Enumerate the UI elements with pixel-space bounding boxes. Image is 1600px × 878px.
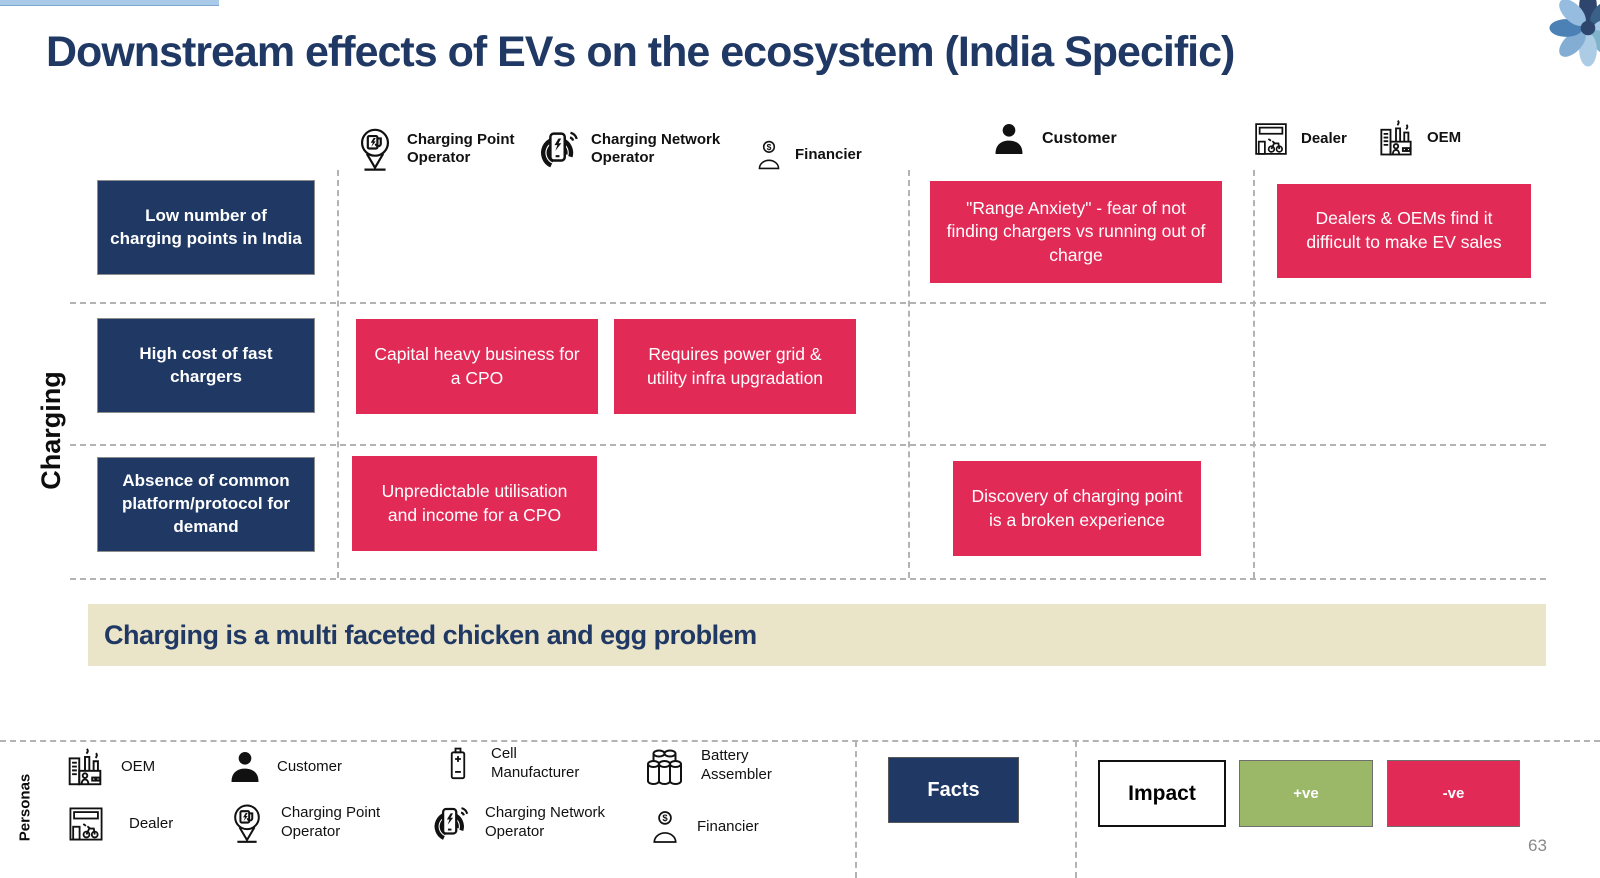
dealer-icon: [1250, 118, 1292, 160]
impact-box-capital-heavy: Capital heavy business for a CPO: [356, 319, 598, 414]
footer-column-divider: [855, 741, 857, 878]
facts-key-box: Facts: [888, 757, 1019, 823]
battery-assembler-icon: [640, 742, 688, 790]
impact-box-power-grid: Requires power grid & utility infra upgr…: [614, 319, 856, 414]
legend-item-battery-assembler: Battery Assembler: [640, 742, 791, 790]
oem-icon: [1374, 116, 1418, 160]
impact-key-box: Impact: [1098, 760, 1226, 827]
column-header-label: Charging Point Operator: [407, 131, 515, 166]
positive-key-box: +ve: [1239, 760, 1373, 827]
customer-icon: [226, 748, 264, 786]
legend-item-label: Battery Assembler: [701, 747, 772, 783]
fact-box-low-charging-points: Low number of charging points in India: [97, 180, 315, 275]
charging-point-operator-icon: [226, 800, 268, 846]
financier-icon: [752, 138, 786, 172]
column-header-label: Financier: [795, 146, 862, 164]
legend-item-customer: Customer: [226, 748, 342, 786]
legend-item-financier: Financier: [646, 808, 759, 846]
legend-item-label: Charging Point Operator: [281, 804, 381, 840]
column-header-charging-network-operator: Charging Network Operator: [536, 126, 743, 172]
column-header-dealer: Dealer: [1250, 118, 1347, 160]
column-header-label: Customer: [1042, 129, 1117, 147]
oem-icon: [62, 744, 108, 790]
legend-item-label: Financier: [697, 817, 759, 835]
column-header-customer: Customer: [990, 120, 1117, 158]
legend-item-label: Cell Manufacturer: [491, 745, 580, 781]
charging-point-operator-icon: [352, 124, 398, 174]
charging-network-operator-icon: [536, 126, 582, 172]
footer-divider: [0, 740, 1600, 742]
legend-item-dealer: Dealer: [64, 802, 173, 846]
customer-icon: [990, 120, 1028, 158]
column-header-oem: OEM: [1374, 116, 1461, 160]
impact-box-range-anxiety: "Range Anxiety" - fear of not finding ch…: [930, 181, 1222, 283]
column-divider: [1253, 170, 1255, 578]
legend-item-label: Customer: [277, 757, 343, 775]
row-divider: [70, 578, 1546, 580]
personas-label-text: Personas: [16, 773, 34, 841]
row-group-label-charging: Charging: [34, 290, 68, 570]
column-header-label: Dealer: [1301, 130, 1347, 148]
top-left-accent-bar: [0, 0, 219, 6]
charging-label-text: Charging: [35, 370, 66, 490]
page-number: 63: [1528, 836, 1547, 855]
takeaway-banner-text: Charging is a multi faceted chicken and …: [104, 619, 757, 650]
charging-network-operator-icon: [430, 802, 472, 844]
column-header-label: Charging Network Operator: [591, 131, 721, 166]
row-divider: [70, 444, 1546, 446]
legend-item-label: Dealer: [129, 814, 174, 832]
page-title: Downstream effects of EVs on the ecosyst…: [46, 28, 1235, 76]
footer-column-divider: [1075, 741, 1077, 878]
row-divider: [70, 302, 1546, 304]
company-logo: [1549, 0, 1600, 67]
fact-box-absence-platform: Absence of common platform/protocol for …: [97, 457, 315, 552]
legend-item-cell-manufacturer: Cell Manufacturer: [438, 740, 601, 788]
legend-item-charging-network-operator: Charging Network Operator: [430, 802, 635, 844]
column-header-financier: Financier: [752, 138, 862, 172]
column-divider: [908, 170, 910, 578]
impact-box-dealer-sales: Dealers & OEMs find it difficult to make…: [1277, 184, 1531, 278]
dealer-icon: [64, 802, 108, 846]
legend-group-label-personas: Personas: [10, 752, 40, 862]
legend-item-label: Charging Network Operator: [485, 804, 606, 840]
takeaway-banner: Charging is a multi faceted chicken and …: [88, 604, 1546, 666]
column-divider: [337, 170, 339, 578]
legend-item-label: OEM: [121, 757, 156, 775]
negative-key-box: -ve: [1387, 760, 1520, 827]
legend-item-charging-point-operator: Charging Point Operator: [226, 800, 401, 846]
impact-box-unpredictable-utilisation: Unpredictable utilisation and income for…: [352, 456, 597, 551]
column-header-charging-point-operator: Charging Point Operator: [352, 124, 533, 174]
legend-item-oem: OEM: [62, 744, 155, 790]
financier-icon: [646, 808, 684, 846]
fact-box-high-cost-chargers: High cost of fast chargers: [97, 318, 315, 413]
column-header-label: OEM: [1427, 129, 1462, 147]
cell-manufacturer-icon: [438, 740, 478, 788]
impact-box-discovery-broken: Discovery of charging point is a broken …: [953, 461, 1201, 556]
